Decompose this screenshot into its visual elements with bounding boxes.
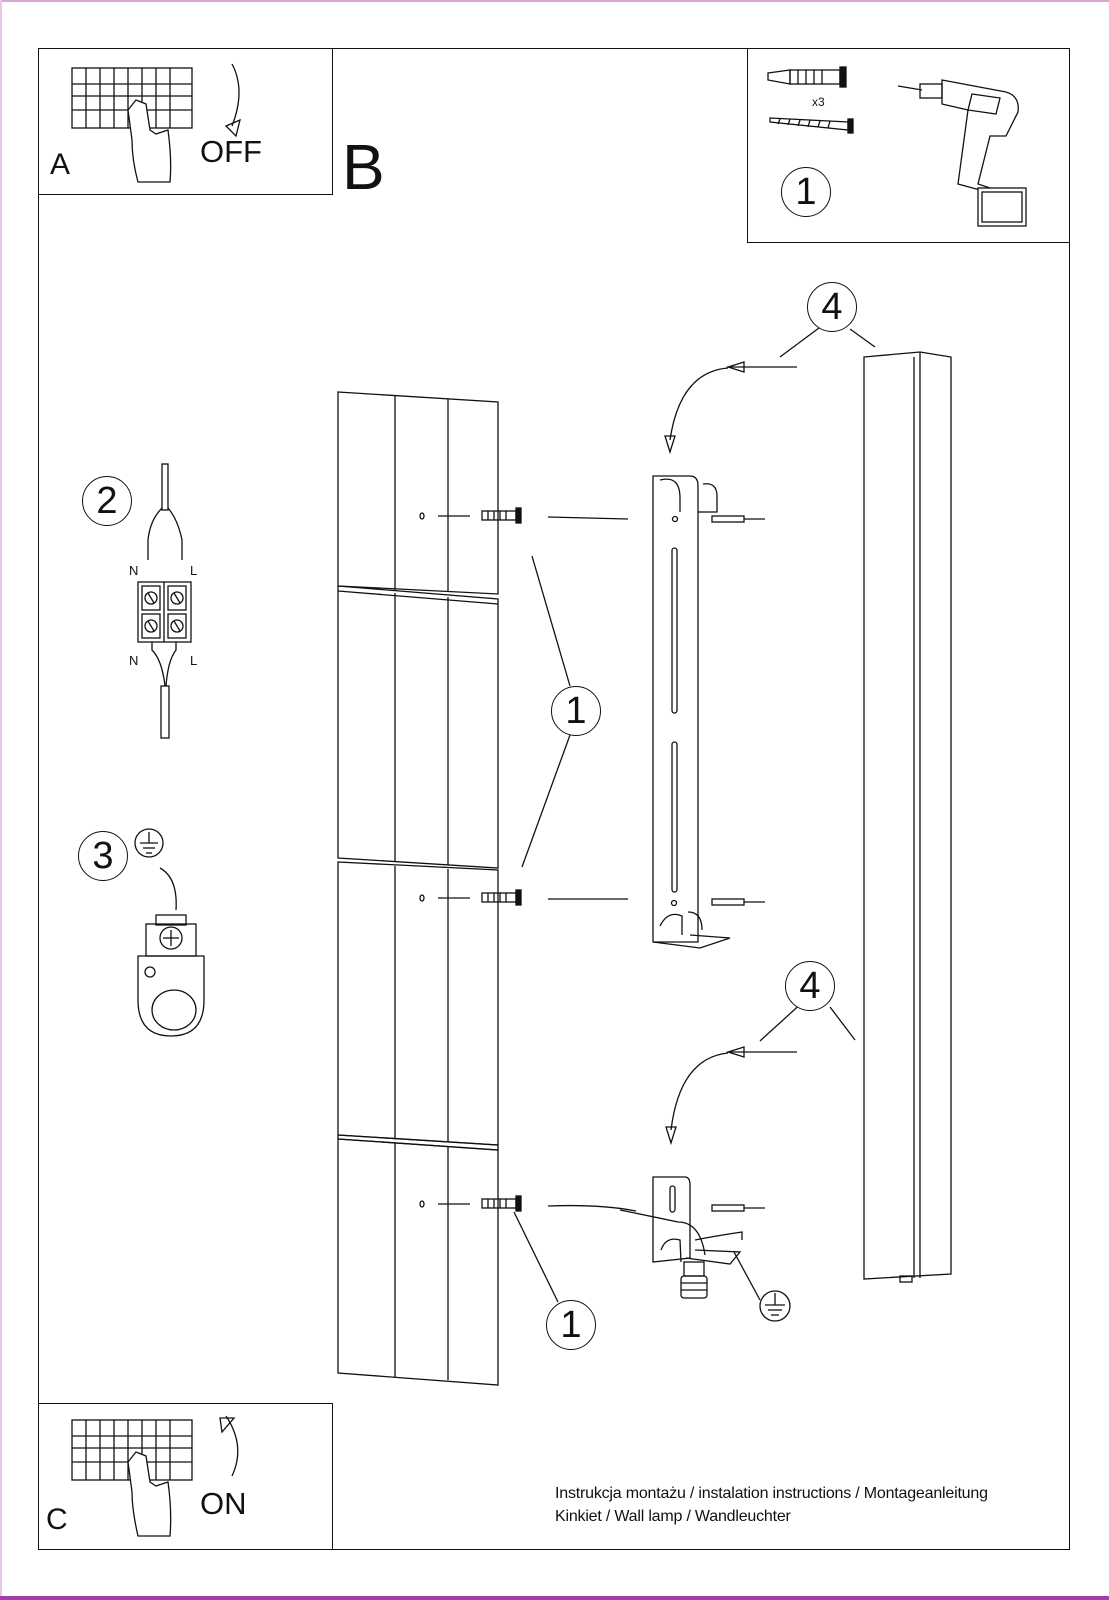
footer-instructions-title: Instrukcja montażu / instalation instruc… <box>555 1485 988 1502</box>
step-number-hang-upper: 4 <box>807 282 857 332</box>
panel-c-power-on <box>38 1403 333 1550</box>
neutral-label-bottom: N <box>129 653 139 668</box>
wall-lamp-body <box>863 351 952 1283</box>
step-number-earth: 3 <box>78 831 128 881</box>
earth-terminal-detail <box>134 828 205 1037</box>
footer-product-name: Kinkiet / Wall lamp / Wandleuchter <box>555 1508 791 1525</box>
wiring-terminal-detail <box>137 463 192 739</box>
power-on-label: ON <box>200 1486 247 1521</box>
live-label-bottom: L <box>190 653 198 668</box>
wall-panel-upper-middle <box>337 585 499 869</box>
panel-b-letter: B <box>342 131 385 203</box>
lower-mounting-bracket <box>619 1176 791 1322</box>
live-label-top: L <box>190 563 198 578</box>
step-number-fix-upper: 1 <box>551 686 601 736</box>
neutral-label-top: N <box>129 563 139 578</box>
wall-panel-bottom <box>337 1134 499 1386</box>
panel-c-letter: C <box>46 1503 68 1536</box>
step-number-hang-lower: 4 <box>785 961 835 1011</box>
wall-panel-lower-middle <box>337 861 499 1146</box>
hang-arrow-upper <box>664 321 876 455</box>
fixing-quantity-label: x3 <box>812 95 825 109</box>
step-number-wiring: 2 <box>82 476 132 526</box>
power-off-label: OFF <box>200 134 262 169</box>
page-edge-bottom <box>0 1596 1109 1600</box>
panel-a-power-off <box>38 48 333 195</box>
wall-plug-bottom <box>419 1195 522 1212</box>
page-edge-top <box>0 0 1109 2</box>
hang-arrow-lower <box>665 999 856 1146</box>
wall-plug-top <box>419 507 522 524</box>
wall-panel-top <box>337 391 499 595</box>
panel-a-letter: A <box>50 148 71 181</box>
wall-plug-middle <box>419 889 522 906</box>
page-edge-left <box>0 0 2 1600</box>
step-number-fix-lower: 1 <box>546 1300 596 1350</box>
instruction-sheet-frame <box>38 48 1070 1550</box>
step-number-tools: 1 <box>781 167 831 217</box>
upper-mounting-bracket <box>652 475 765 949</box>
